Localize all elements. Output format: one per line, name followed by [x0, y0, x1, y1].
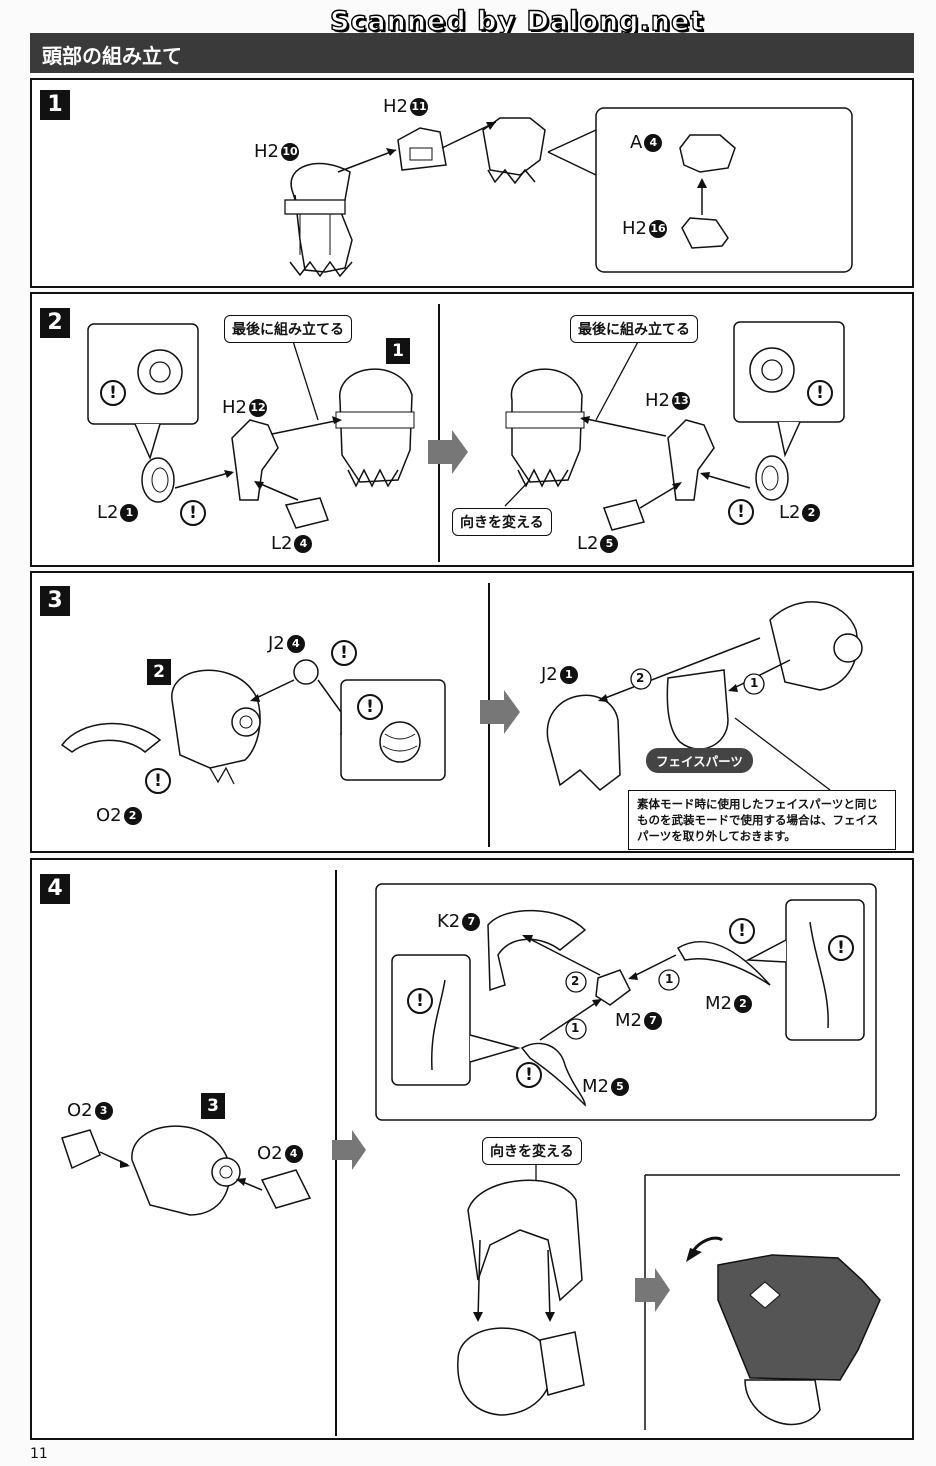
section-header-bar: [30, 33, 914, 73]
callout-assemble-last-right: 最後に組み立てる: [570, 315, 698, 343]
step-1-number: 1: [40, 90, 70, 120]
order-mark-1: 1: [571, 1021, 580, 1035]
caution-icon: !: [331, 640, 357, 666]
order-mark-1: 1: [665, 972, 674, 986]
step-3-illustration: [60, 601, 863, 791]
face-parts-label: フェイスパーツ: [646, 748, 753, 773]
caution-icon: !: [828, 935, 854, 961]
caution-icon: !: [357, 694, 383, 720]
step-3-note: 素体モード時に使用したフェイスパーツと同じものを武装モードで使用する場合は、フェ…: [628, 790, 896, 850]
section-title: 頭部の組み立て: [42, 44, 182, 68]
step-4-ref-step-3: 3: [201, 1093, 225, 1119]
caution-icon: !: [100, 380, 126, 406]
caution-icon: !: [180, 500, 206, 526]
watermark-text: Scanned by Dalong.net: [329, 5, 705, 37]
callout-change-direction: 向きを変える: [482, 1137, 582, 1165]
callout-assemble-last-left: 最後に組み立てる: [224, 315, 352, 343]
step-3-number: 3: [40, 586, 70, 616]
caution-icon: !: [145, 768, 171, 794]
step-3-ref-step-2: 2: [147, 659, 171, 685]
rotate-arrow-icon: [686, 1248, 702, 1262]
order-mark-1: 1: [750, 676, 759, 690]
order-mark-2: 2: [636, 671, 645, 685]
caution-icon: !: [407, 988, 433, 1014]
caution-icon: !: [728, 499, 754, 525]
caution-icon: !: [807, 380, 833, 406]
step-2-divider: [438, 304, 440, 562]
caution-icon: !: [729, 918, 755, 944]
caution-icon: !: [516, 1062, 542, 1088]
callout-change-direction: 向きを変える: [452, 508, 552, 536]
step-2-ref-step-1: 1: [386, 338, 410, 364]
step-4-number: 4: [40, 874, 70, 904]
page-number: 11: [30, 1446, 48, 1462]
step-2-number: 2: [40, 308, 70, 338]
order-mark-2: 2: [571, 974, 580, 988]
